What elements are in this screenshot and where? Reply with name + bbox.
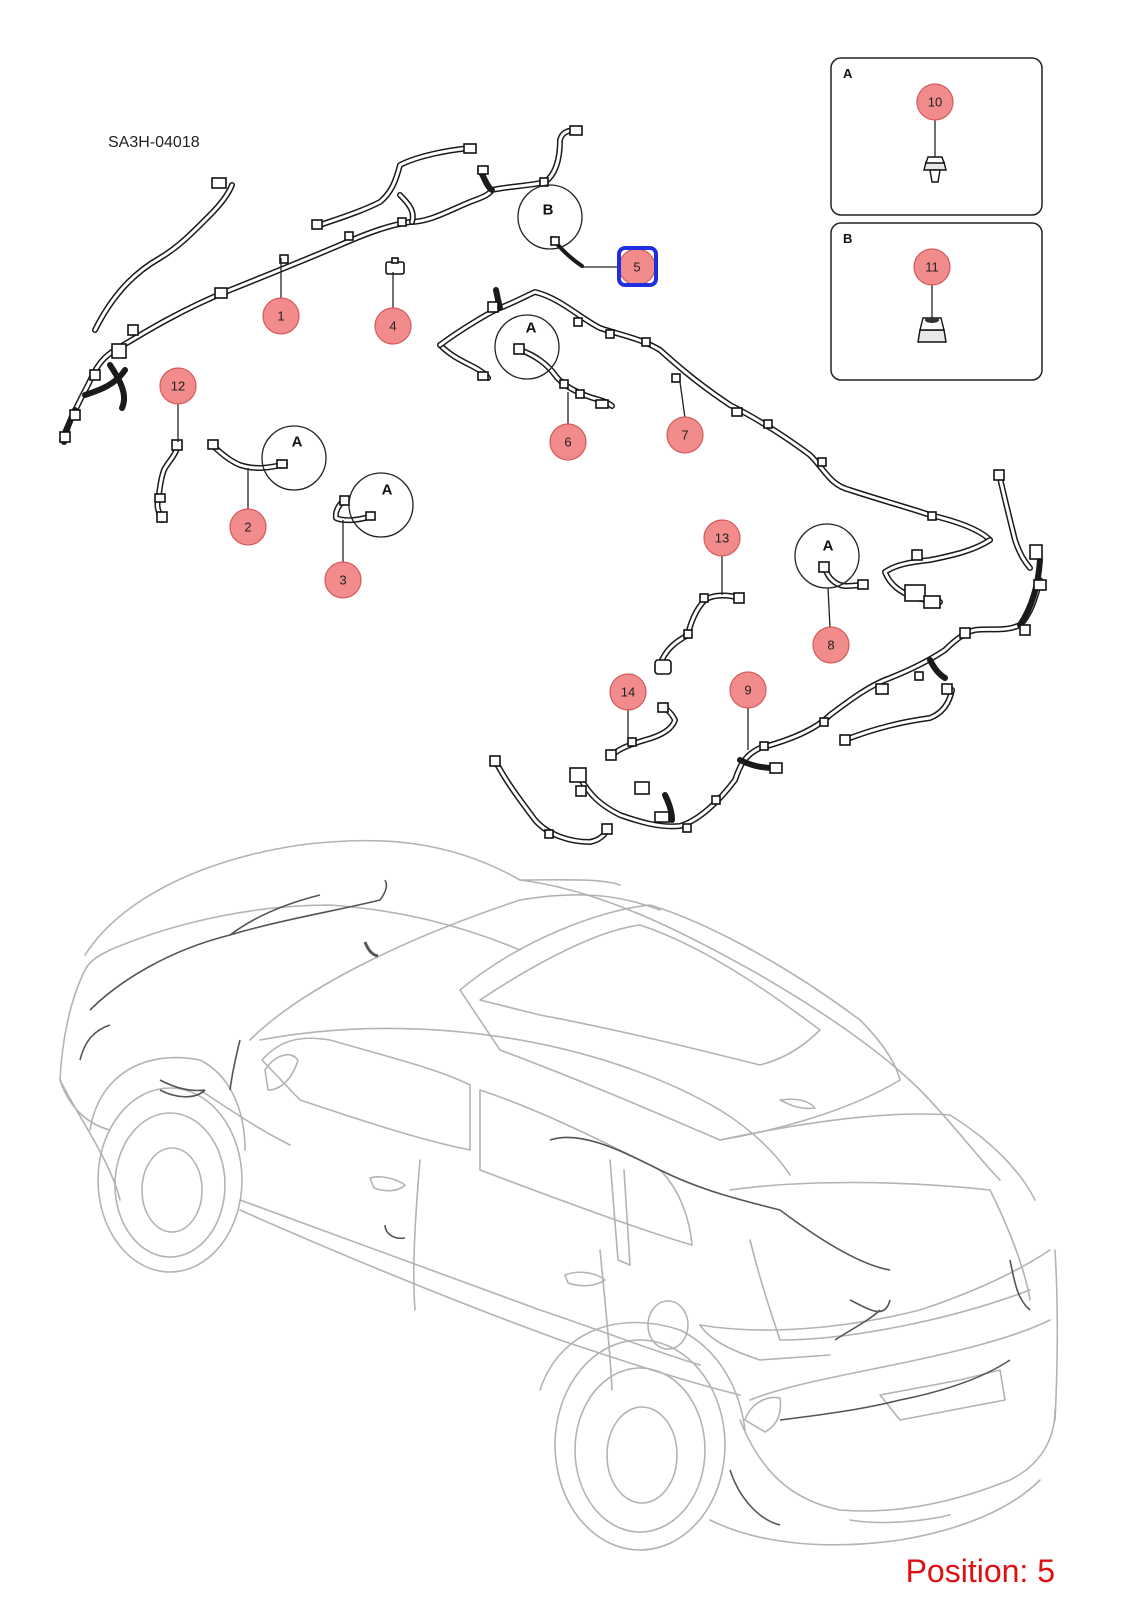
harness-13[interactable] xyxy=(654,592,745,675)
detail-circle-a-2: A xyxy=(261,425,327,491)
callout-14[interactable]: 14 xyxy=(609,673,647,711)
position-label: Position: 5 xyxy=(906,1553,1055,1589)
svg-text:A: A xyxy=(843,66,853,81)
detail-circle-a-6: A xyxy=(494,314,560,380)
svg-text:8: 8 xyxy=(827,638,834,653)
svg-text:A: A xyxy=(292,434,303,451)
harness-12[interactable] xyxy=(154,439,183,523)
detail-circle-b: B xyxy=(517,184,584,268)
callout-7[interactable]: 7 xyxy=(666,416,704,454)
harness-7[interactable] xyxy=(437,287,993,609)
callout-2[interactable]: 2 xyxy=(229,508,267,546)
clip-icon xyxy=(923,156,947,183)
inset-a: A 10 xyxy=(830,57,1043,216)
svg-text:2: 2 xyxy=(244,520,251,535)
svg-text:12: 12 xyxy=(171,379,185,394)
selected-callout-highlight xyxy=(617,246,658,287)
callout-4[interactable]: 4 xyxy=(374,307,412,345)
harness-9[interactable] xyxy=(489,469,1047,845)
harness-8[interactable] xyxy=(818,561,869,590)
svg-text:6: 6 xyxy=(564,435,571,450)
callout-12[interactable]: 12 xyxy=(159,367,197,405)
diagram-code: SA3H-04018 xyxy=(108,134,200,151)
callout-13[interactable]: 13 xyxy=(703,519,741,557)
svg-text:1: 1 xyxy=(277,309,284,324)
harness-14[interactable] xyxy=(605,702,678,761)
svg-text:14: 14 xyxy=(621,685,635,700)
svg-text:A: A xyxy=(382,482,393,499)
part-4-connector[interactable] xyxy=(385,257,405,275)
detail-circle-a-3: A xyxy=(348,472,414,538)
callout-6[interactable]: 6 xyxy=(549,423,587,461)
harness-1[interactable] xyxy=(59,125,583,445)
svg-text:9: 9 xyxy=(744,683,751,698)
svg-text:5: 5 xyxy=(633,260,640,275)
callout-9[interactable]: 9 xyxy=(729,671,767,709)
leader-lines xyxy=(177,258,831,750)
harness-3[interactable] xyxy=(332,495,376,524)
callout-1[interactable]: 1 xyxy=(262,297,300,335)
callout-10[interactable]: 10 xyxy=(916,83,954,121)
svg-text:13: 13 xyxy=(715,531,729,546)
svg-text:7: 7 xyxy=(681,428,688,443)
callout-3[interactable]: 3 xyxy=(324,561,362,599)
callout-5[interactable]: 5 xyxy=(618,248,656,286)
svg-text:A: A xyxy=(823,538,834,555)
svg-text:3: 3 xyxy=(339,573,346,588)
svg-text:4: 4 xyxy=(389,319,396,334)
harness-6[interactable] xyxy=(513,343,615,409)
svg-text:B: B xyxy=(843,231,852,246)
svg-text:A: A xyxy=(526,320,537,337)
detail-circle-a-8: A xyxy=(794,523,860,589)
callout-8[interactable]: 8 xyxy=(812,626,850,664)
callout-11[interactable]: 11 xyxy=(913,248,951,286)
harness-2[interactable] xyxy=(207,439,288,471)
svg-text:B: B xyxy=(543,202,554,219)
inset-b: B 11 xyxy=(830,222,1043,381)
vehicle-outline xyxy=(59,839,1059,1551)
nut-icon xyxy=(917,317,947,343)
svg-text:11: 11 xyxy=(925,260,939,275)
svg-text:10: 10 xyxy=(928,95,942,110)
